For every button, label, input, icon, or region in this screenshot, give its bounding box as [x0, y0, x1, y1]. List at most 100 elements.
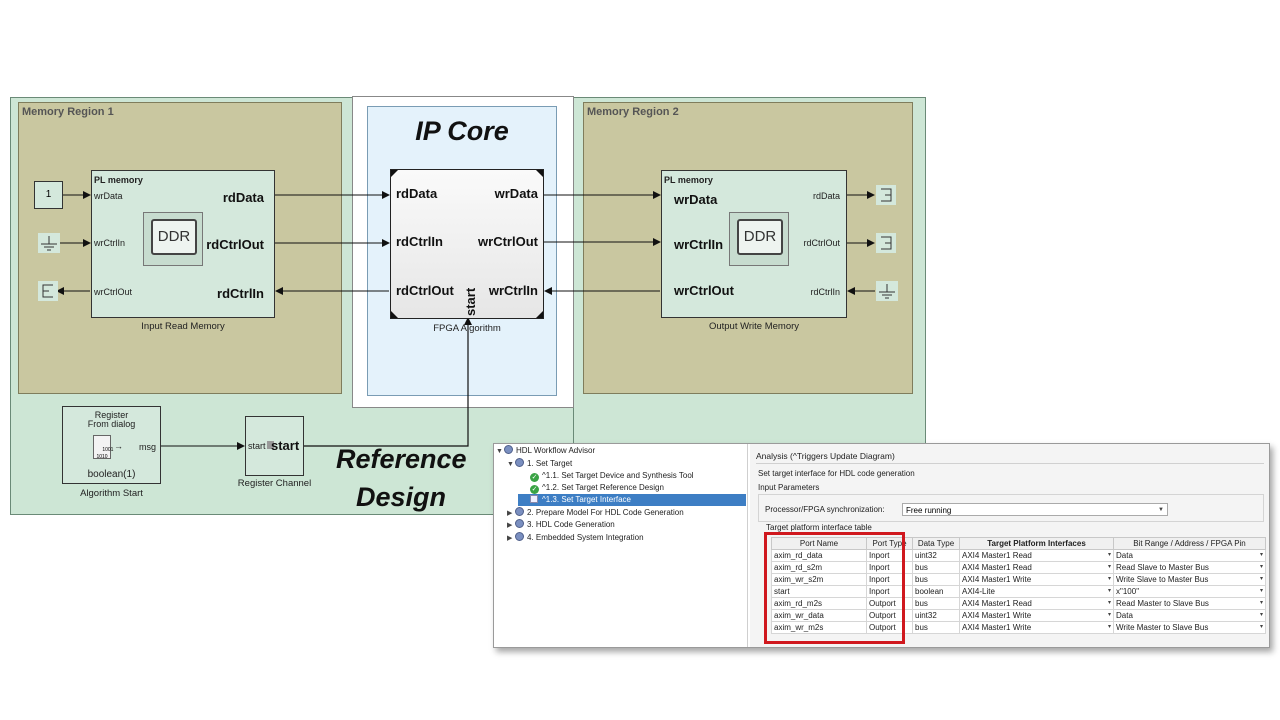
port-name-cell: axim_wr_data: [771, 609, 867, 622]
fpga-algorithm-caption: FPGA Algorithm: [433, 323, 501, 334]
ip-port-rdctrlin: rdCtrlIn: [396, 234, 443, 249]
output-port-wrctrlin: wrCtrlIn: [674, 237, 724, 252]
terminator-icon[interactable]: [876, 233, 896, 253]
channel-out-port: start: [271, 438, 300, 453]
port-name-cell: axim_rd_m2s: [771, 597, 867, 610]
bit-range-cell[interactable]: Read Master to Slave Bus▾: [1113, 597, 1266, 610]
ground-icon[interactable]: [876, 281, 898, 301]
data-type-cell: bus: [912, 561, 960, 574]
gear-icon: [515, 458, 524, 467]
bit-range-cell[interactable]: Data▾: [1113, 609, 1266, 622]
chevron-down-icon: ▼: [1158, 507, 1164, 513]
port-name-cell: start: [771, 585, 867, 598]
ip-port-rdctrlout: rdCtrlOut: [396, 283, 454, 298]
bit-range-cell[interactable]: Data▾: [1113, 549, 1266, 562]
ground-icon[interactable]: [38, 233, 60, 253]
tree-item-1-3[interactable]: ^1.3. Set Target Interface: [518, 494, 746, 506]
check-icon: ✓: [530, 473, 539, 482]
terminator-icon[interactable]: [38, 281, 58, 301]
tree-item-3[interactable]: ▶3. HDL Code Generation: [507, 519, 615, 531]
output-write-memory-block[interactable]: PL memory wrData wrCtrlIn wrCtrlOut rdDa…: [661, 170, 847, 318]
data-type-cell: bus: [912, 621, 960, 634]
expand-arrow-icon[interactable]: ▶: [507, 535, 513, 542]
check-icon: ✓: [530, 485, 539, 494]
input-memory-header: PL memory: [94, 175, 143, 185]
interface-cell[interactable]: AXI4-Lite▾: [959, 585, 1114, 598]
memory-region-1-title: Memory Region 1: [22, 106, 114, 118]
corner-mark: [536, 170, 543, 177]
register-out-port: msg: [138, 442, 156, 452]
interface-cell[interactable]: AXI4 Master1 Write▾: [959, 609, 1114, 622]
bit-range-cell[interactable]: Read Slave to Master Bus▾: [1113, 561, 1266, 574]
col-target-interface: Target Platform Interfaces: [959, 537, 1114, 550]
bit-range-cell[interactable]: Write Slave to Master Bus▾: [1113, 573, 1266, 586]
sync-select[interactable]: Free running▼: [902, 503, 1168, 516]
input-parameters-label: Input Parameters: [758, 483, 820, 492]
chevron-down-icon: ▾: [1107, 576, 1111, 582]
workflow-tree[interactable]: ▼HDL Workflow Advisor ▼1. Set Target ✓^1…: [494, 444, 748, 647]
terminator-icon[interactable]: [876, 185, 896, 205]
chevron-down-icon: ▾: [1107, 552, 1111, 558]
chevron-down-icon: ▾: [1259, 552, 1263, 558]
constant-block[interactable]: 1: [34, 181, 63, 209]
output-port-rdctrlin: rdCtrlIn: [810, 287, 840, 297]
tree-item-1-2[interactable]: ✓^1.2. Set Target Reference Design: [530, 483, 664, 494]
channel-indicator: [267, 441, 274, 449]
divider: [756, 463, 1264, 464]
col-port-type: Port Type: [866, 537, 913, 550]
gear-icon: [515, 507, 524, 516]
interface-cell[interactable]: AXI4 Master1 Read▾: [959, 561, 1114, 574]
register-bits: 1001 1010: [96, 447, 114, 460]
sync-label: Processor/FPGA synchronization:: [765, 505, 885, 514]
register-block[interactable]: Register From dialog 1001 1010 → msg boo…: [62, 406, 161, 484]
interface-cell[interactable]: AXI4 Master1 Write▾: [959, 621, 1114, 634]
ddr-chip-label: DDR: [737, 219, 783, 255]
interface-cell[interactable]: AXI4 Master1 Write▾: [959, 573, 1114, 586]
expand-arrow-icon[interactable]: ▶: [507, 510, 513, 517]
tree-item-1-1[interactable]: ✓^1.1. Set Target Device and Synthesis T…: [530, 471, 694, 482]
port-name-cell: axim_wr_m2s: [771, 621, 867, 634]
bit-range-cell[interactable]: Write Master to Slave Bus▾: [1113, 621, 1266, 634]
expand-arrow-icon[interactable]: ▼: [496, 448, 503, 455]
output-memory-header: PL memory: [664, 175, 713, 185]
ip-port-wrdata: wrData: [494, 186, 538, 201]
chevron-down-icon: ▾: [1107, 612, 1111, 618]
tree-item-set-target[interactable]: ▼1. Set Target: [507, 458, 572, 470]
tree-item-4[interactable]: ▶4. Embedded System Integration: [507, 532, 644, 544]
ip-core-title: IP Core: [415, 116, 509, 146]
output-port-rdctrlout: rdCtrlOut: [803, 238, 840, 248]
data-type-cell: boolean: [912, 585, 960, 598]
corner-mark: [536, 311, 543, 318]
interface-cell[interactable]: AXI4 Master1 Read▾: [959, 549, 1114, 562]
col-data-type: Data Type: [912, 537, 960, 550]
chevron-down-icon: ▾: [1259, 612, 1263, 618]
tree-item-root[interactable]: ▼HDL Workflow Advisor: [496, 445, 595, 457]
chevron-down-icon: ▾: [1259, 576, 1263, 582]
interface-cell[interactable]: AXI4 Master1 Read▾: [959, 597, 1114, 610]
register-channel-block[interactable]: start start: [245, 416, 304, 476]
expand-arrow-icon[interactable]: ▶: [507, 522, 513, 529]
register-caption: Algorithm Start: [80, 488, 143, 499]
output-memory-caption: Output Write Memory: [708, 321, 800, 332]
data-type-cell: uint32: [912, 609, 960, 622]
gear-icon: [504, 445, 513, 454]
bit-range-cell[interactable]: x"100"▾: [1113, 585, 1266, 598]
fpga-algorithm-block[interactable]: rdData rdCtrlIn rdCtrlOut wrData wrCtrlO…: [390, 169, 544, 319]
port-type-cell: Outport: [866, 597, 913, 610]
input-read-memory-block[interactable]: PL memory wrData wrCtrlIn wrCtrlOut rdDa…: [91, 170, 275, 318]
register-title: Register: [94, 410, 129, 420]
chevron-down-icon: ▾: [1259, 624, 1263, 630]
tree-item-2[interactable]: ▶2. Prepare Model For HDL Code Generatio…: [507, 507, 684, 519]
expand-arrow-icon[interactable]: ▼: [507, 461, 514, 468]
port-type-cell: Inport: [866, 585, 913, 598]
document-icon: [530, 495, 538, 503]
arrow-icon: →: [114, 441, 123, 451]
chevron-down-icon: ▾: [1107, 624, 1111, 630]
